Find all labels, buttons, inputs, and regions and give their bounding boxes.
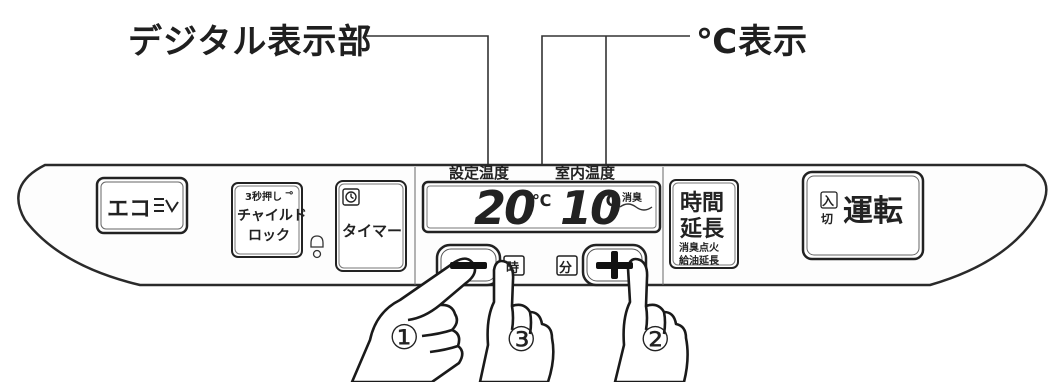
minute-label: 分	[559, 261, 573, 276]
run-label: 運転	[843, 194, 903, 229]
extend-button-frame	[669, 179, 739, 269]
step-2-marker: ②	[640, 320, 671, 360]
hour-label: 時	[506, 261, 520, 276]
extend-button[interactable]: 時間 延長 消臭点火 給油延長	[673, 183, 735, 267]
child-lock-label-2: ロック	[248, 228, 290, 244]
set-temp-value: 20	[474, 181, 536, 235]
run-button-frame	[801, 170, 925, 261]
extend-label-1: 時間	[680, 191, 725, 216]
key-icon: ⊸	[285, 188, 294, 199]
step-1-marker: ①	[389, 318, 420, 358]
minus-button[interactable]	[441, 249, 496, 281]
room-temp-unit: ℃	[598, 191, 618, 210]
plus-icon-vertical	[611, 251, 618, 279]
room-temp-value: 10	[560, 181, 622, 235]
digital-display-label: デジタル表示部	[128, 22, 373, 62]
child-lock-button-frame	[231, 182, 303, 258]
extend-sub-label-1: 消臭点火	[679, 243, 719, 254]
clock-icon	[342, 188, 360, 206]
lcd-display-frame	[421, 180, 662, 234]
set-temp-label: 設定温度	[449, 164, 510, 182]
celsius-display-label: ℃表示	[696, 22, 809, 62]
timer-button-frame	[335, 180, 407, 272]
deodorize-label: 消臭	[622, 193, 642, 204]
hand-illustration-3	[478, 259, 555, 382]
set-temp-unit: ℃	[532, 191, 552, 210]
hand-illustration-1	[350, 257, 477, 382]
eco-button[interactable]: エコ	[101, 182, 183, 229]
child-lock-hold-label: 3秒押し	[245, 192, 282, 203]
on-indicator-box	[820, 191, 838, 209]
deodorize-wave-icon	[619, 203, 653, 211]
timer-button[interactable]: タイマー	[339, 184, 403, 268]
extend-sub-label-2: 給油延長	[679, 256, 719, 267]
minute-box	[556, 255, 578, 276]
run-off-label: 切	[821, 212, 834, 226]
lock-lamp-icon	[310, 235, 324, 259]
eco-button-frame	[95, 176, 189, 235]
run-button[interactable]: 入 切 運転	[807, 176, 919, 255]
child-lock-label-1: チャイルド	[237, 208, 307, 224]
eco-mode-icon	[154, 198, 179, 213]
timer-button-label: タイマー	[342, 222, 403, 240]
plus-button[interactable]	[587, 249, 642, 281]
extend-label-2: 延長	[680, 217, 725, 242]
step-3-marker: ③	[506, 320, 537, 360]
room-temp-label: 室内温度	[555, 164, 616, 182]
minus-icon	[450, 262, 487, 269]
run-on-label: 入	[822, 194, 835, 208]
child-lock-button[interactable]: 3秒押し ⊸ チャイルド ロック	[235, 186, 307, 254]
eco-button-label: エコ	[107, 197, 152, 222]
